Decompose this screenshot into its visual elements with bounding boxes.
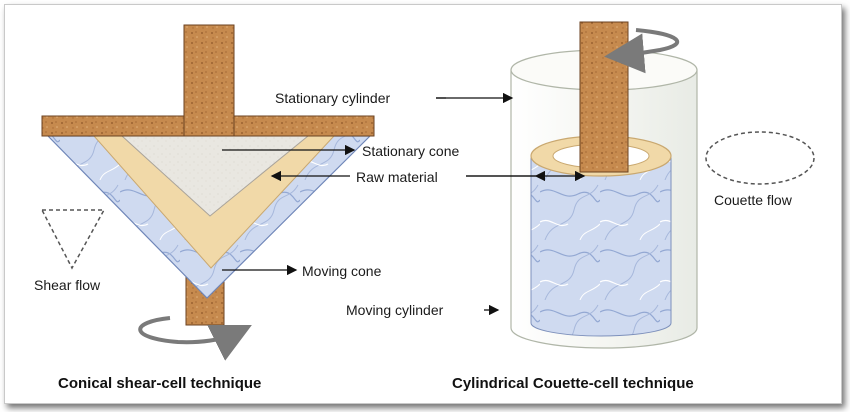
couette-flow-icon bbox=[705, 131, 815, 185]
stationary-cylinder-label: Stationary cylinder bbox=[275, 90, 391, 106]
caption-cylindrical: Cylindrical Couette-cell technique bbox=[452, 375, 694, 392]
rotation-arrow-top-icon bbox=[604, 28, 680, 74]
stationary-cylinder-shaft bbox=[579, 21, 629, 173]
moving-cone-label: Moving cone bbox=[302, 263, 382, 279]
moving-cylinder-label: Moving cylinder bbox=[346, 302, 444, 318]
rotation-arrow-bottom-icon bbox=[138, 316, 252, 361]
shear-flow-label: Shear flow bbox=[34, 277, 101, 293]
caption-conical: Conical shear-cell technique bbox=[58, 375, 261, 392]
conical-shear-cell bbox=[41, 24, 375, 361]
shear-flow-icon bbox=[40, 209, 106, 270]
stationary-shaft bbox=[183, 24, 235, 137]
raw-material-label: Raw material bbox=[356, 169, 438, 185]
stationary-cone-label: Stationary cone bbox=[362, 143, 459, 159]
cylindrical-couette-cell bbox=[510, 21, 698, 349]
couette-flow-label: Couette flow bbox=[714, 192, 793, 208]
moving-cylinder bbox=[530, 157, 672, 337]
